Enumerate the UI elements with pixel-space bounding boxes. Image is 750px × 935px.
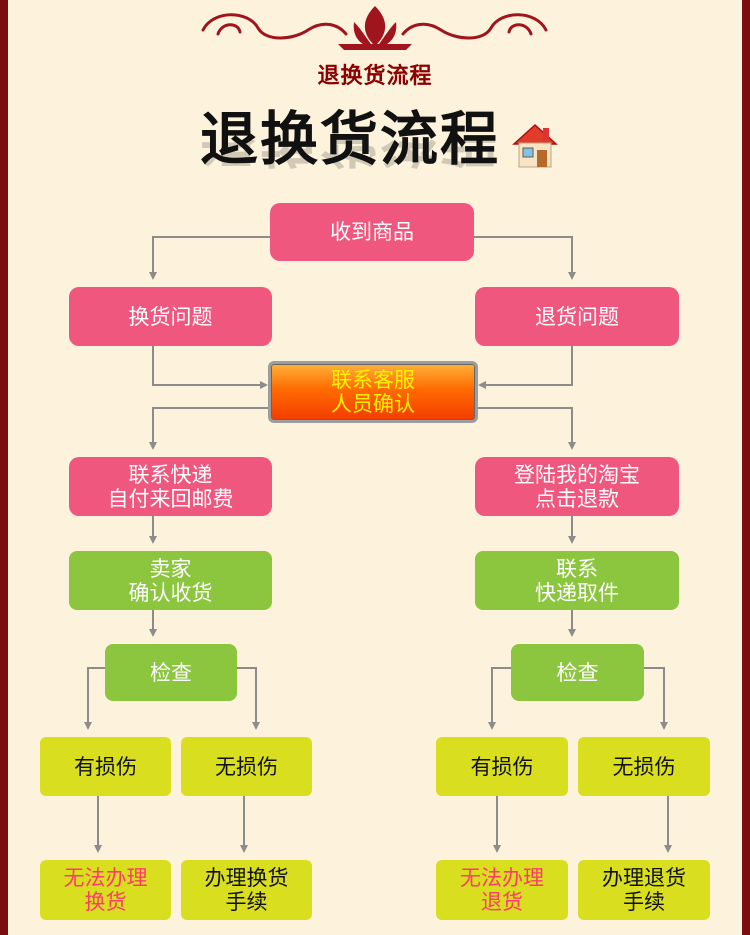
node-do-exchange: 办理换货 手续	[181, 860, 312, 920]
connector-check-left-undamaged	[237, 667, 260, 730]
connector-service-to-return-branch	[474, 407, 576, 450]
node-return-undamaged: 无损伤	[578, 737, 710, 796]
node-return-issue: 退货问题	[475, 287, 679, 346]
house-icon	[512, 123, 558, 168]
connector-service-to-exchange-branch	[149, 407, 270, 450]
node-login-refund: 登陆我的淘宝 点击退款	[475, 457, 679, 516]
small-title: 退换货流程	[317, 63, 433, 89]
node-receive-goods: 收到商品	[270, 203, 474, 261]
node-return-damaged: 有损伤	[436, 737, 568, 796]
flow-connectors	[84, 236, 672, 853]
node-exchange-undamaged: 无损伤	[181, 737, 312, 796]
node-do-return: 办理退货 手续	[578, 860, 710, 920]
connector-check-left-damaged	[84, 667, 105, 730]
connector-check-right-undamaged	[644, 667, 668, 730]
node-cannot-return: 无法办理 退货	[436, 860, 568, 920]
node-contact-pickup: 联系 快递取件	[475, 551, 679, 610]
node-exchange-issue: 换货问题	[69, 287, 272, 346]
connector-receive-to-exchange	[149, 236, 270, 280]
big-title: 退换货流程	[200, 105, 501, 173]
page-canvas: 退换货流程 退换货流程 退换货流程	[8, 0, 742, 935]
node-seller-confirm: 卖家 确认收货	[69, 551, 272, 610]
node-cannot-exchange: 无法办理 换货	[40, 860, 171, 920]
node-check-return: 检查	[511, 644, 644, 701]
node-contact-service: 联系客服 人员确认	[268, 361, 478, 423]
node-exchange-damaged: 有损伤	[40, 737, 171, 796]
node-contact-express: 联系快递 自付来回邮费	[69, 457, 272, 516]
node-check-exchange: 检查	[105, 644, 237, 701]
connector-exchange-to-service	[152, 346, 268, 389]
connector-check-right-damaged	[488, 667, 511, 730]
connector-return-to-service	[478, 346, 573, 389]
ornament-flourish-icon	[201, 6, 548, 50]
connector-receive-to-return	[474, 236, 576, 280]
